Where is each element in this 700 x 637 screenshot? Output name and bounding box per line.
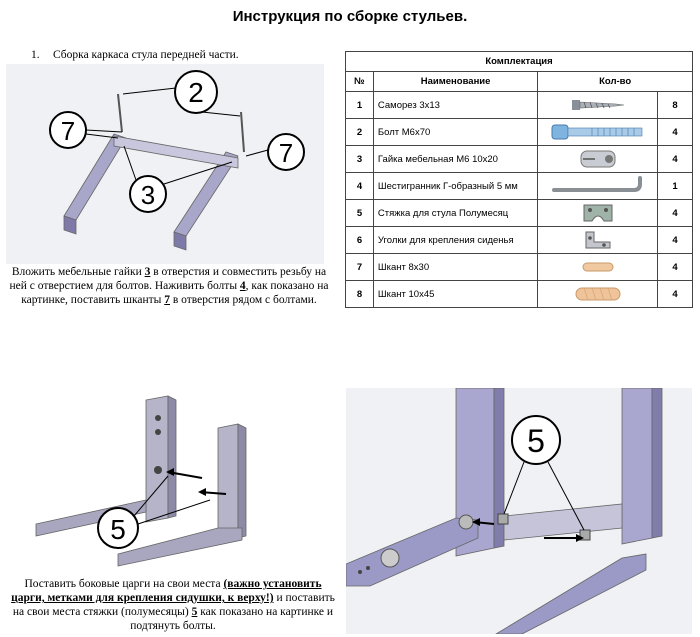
header-qty: Кол-во [537, 71, 693, 92]
hex-key-icon [551, 176, 642, 192]
figure-closeup: 5 [346, 388, 692, 634]
page-title: Инструкция по сборке стульев. [232, 8, 468, 25]
kit-table: Комплектация № Наименование Кол-во 1 Сам… [345, 51, 693, 308]
table-row: 2 Болт М6х70 4 [345, 118, 693, 146]
caption-step-2: Поставить боковые царги на свои места (в… [11, 578, 335, 632]
caption-step-1: Вложить мебельные гайки 3 в отверстия и … [9, 266, 329, 306]
step-text: Сборка каркаса стула передней части. [53, 49, 239, 61]
label-7-left: 7 [61, 116, 75, 146]
step-1-heading: 1. Сборка каркаса стула передней части. [31, 49, 239, 61]
bolt-icon [551, 124, 642, 140]
table-row: 1 Саморез 3х13 8 [345, 91, 693, 119]
table-row: 3 Гайка мебельная М6 10х20 4 [345, 145, 693, 173]
header-name: Наименование [372, 71, 539, 92]
table-row: 7 Шкант 8х30 4 [345, 253, 693, 281]
dowel-large-icon [575, 287, 621, 301]
label-5-closeup: 5 [527, 423, 545, 459]
table-row: 4 Шестигранник Г-образный 5 мм 1 [345, 172, 693, 200]
table-row: 8 Шкант 10х45 4 [345, 280, 693, 308]
step-number: 1. [31, 49, 40, 61]
corner-bracket-icon [585, 231, 611, 249]
figure-front-frame: 2 7 7 3 [6, 64, 324, 264]
label-7-right: 7 [279, 138, 293, 168]
header-num: № [345, 71, 374, 92]
kit-caption: Комплектация [345, 51, 693, 72]
screw-icon [571, 100, 624, 110]
label-2: 2 [188, 77, 204, 108]
table-row: 5 Стяжка для стула Полумесяц 4 [345, 199, 693, 227]
label-3: 3 [141, 180, 155, 210]
figure-side-rails: 5 [6, 388, 332, 574]
barrel-nut-icon [580, 150, 616, 168]
crescent-bracket-icon [583, 204, 613, 222]
table-row: 6 Уголки для крепления сиденья 4 [345, 226, 693, 254]
dowel-small-icon [582, 262, 614, 272]
label-5: 5 [110, 514, 126, 545]
